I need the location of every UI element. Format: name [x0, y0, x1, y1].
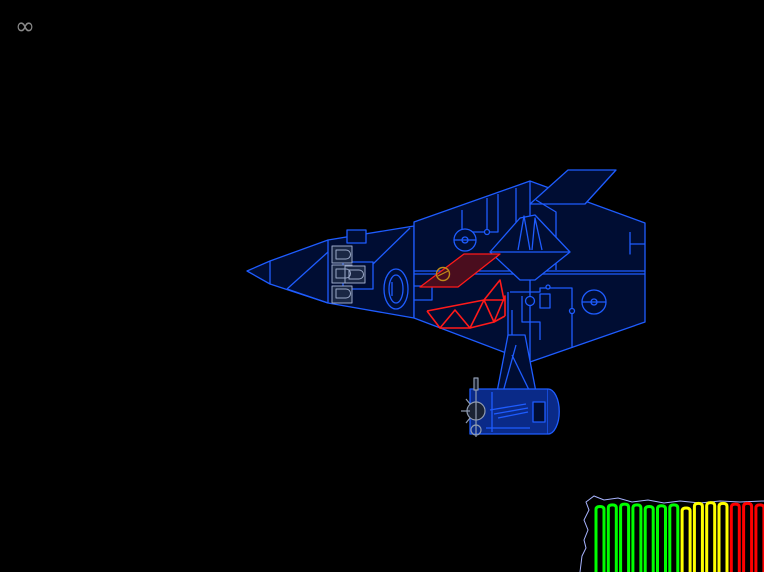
- power-bars: [594, 501, 764, 572]
- shield-room-core: [461, 236, 469, 244]
- power-bar: [717, 501, 729, 572]
- power-bar: [680, 506, 692, 572]
- nose-diag-upper: [371, 227, 411, 266]
- engine-pod-line-3: [497, 411, 529, 419]
- cockpit-seats: [331, 245, 366, 304]
- engine-pod-cap: [547, 388, 560, 435]
- engine-pod-window: [532, 401, 546, 423]
- airlock-ring-inner: [388, 274, 404, 304]
- door-node-4[interactable]: [568, 307, 576, 315]
- power-bar: [692, 501, 704, 572]
- rear-bracket: [629, 232, 645, 255]
- crew-marker-slash: [437, 270, 449, 277]
- airlock-ring[interactable]: [383, 268, 409, 310]
- damaged-room[interactable]: [419, 253, 501, 288]
- power-bar: [619, 502, 631, 572]
- engine-pod-line-2: [493, 407, 529, 415]
- turret-spike-1: [517, 215, 531, 251]
- strut-line-2: [502, 344, 517, 393]
- strut-line-1: [511, 354, 531, 393]
- cockpit-top: [346, 229, 367, 244]
- power-bar-meter: [579, 495, 764, 572]
- door-node-3[interactable]: [524, 295, 536, 307]
- turret-spike-2: [531, 217, 543, 251]
- hull-breach[interactable]: [426, 279, 506, 329]
- power-bar: [606, 503, 618, 572]
- upper-room-wall-1: [461, 194, 499, 233]
- engine-pod-line-1: [489, 403, 527, 411]
- nose-upper-line: [286, 251, 329, 290]
- power-bar: [754, 503, 764, 572]
- power-bar: [729, 502, 741, 572]
- door-node-1[interactable]: [483, 228, 491, 236]
- power-bar: [643, 504, 655, 572]
- power-bar: [705, 501, 717, 572]
- power-bar: [656, 504, 667, 572]
- lower-room-wall-3: [521, 296, 541, 340]
- door-node-5[interactable]: [545, 284, 551, 290]
- dorsal-fin: [529, 169, 617, 205]
- power-bar: [668, 503, 680, 572]
- infinity-loop-icon[interactable]: ∞: [15, 12, 35, 40]
- engine-room-core: [590, 298, 598, 306]
- power-bar: [742, 501, 754, 572]
- lower-console[interactable]: [539, 293, 551, 309]
- power-bar: [631, 503, 643, 572]
- thruster-gear-icon: [461, 377, 486, 437]
- nose-lower-line: [286, 288, 329, 304]
- crew-marker-icon[interactable]: [435, 266, 451, 282]
- power-bar: [594, 504, 606, 572]
